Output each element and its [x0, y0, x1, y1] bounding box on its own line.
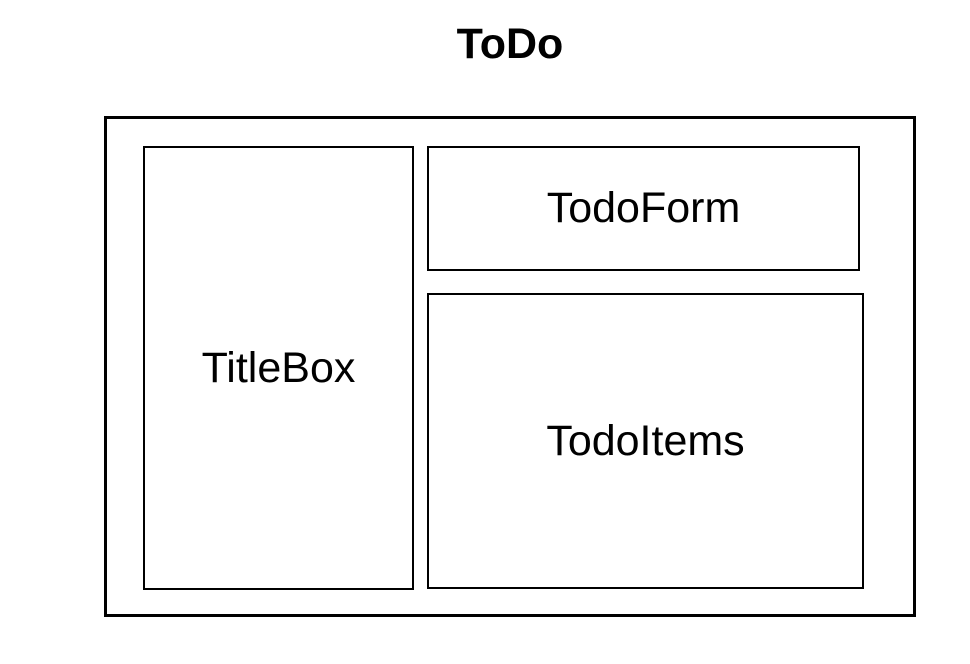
diagram-title: ToDo — [456, 20, 564, 68]
todoform-node: TodoForm — [427, 146, 860, 271]
titlebox-node-label: TitleBox — [201, 343, 356, 392]
titlebox-node: TitleBox — [143, 146, 414, 590]
todoitems-node-label: TodoItems — [546, 416, 745, 465]
todoform-node-label: TodoForm — [546, 184, 741, 232]
todoitems-node: TodoItems — [427, 293, 864, 589]
todo-root-container-box: TitleBox TodoForm TodoItems — [104, 116, 916, 617]
